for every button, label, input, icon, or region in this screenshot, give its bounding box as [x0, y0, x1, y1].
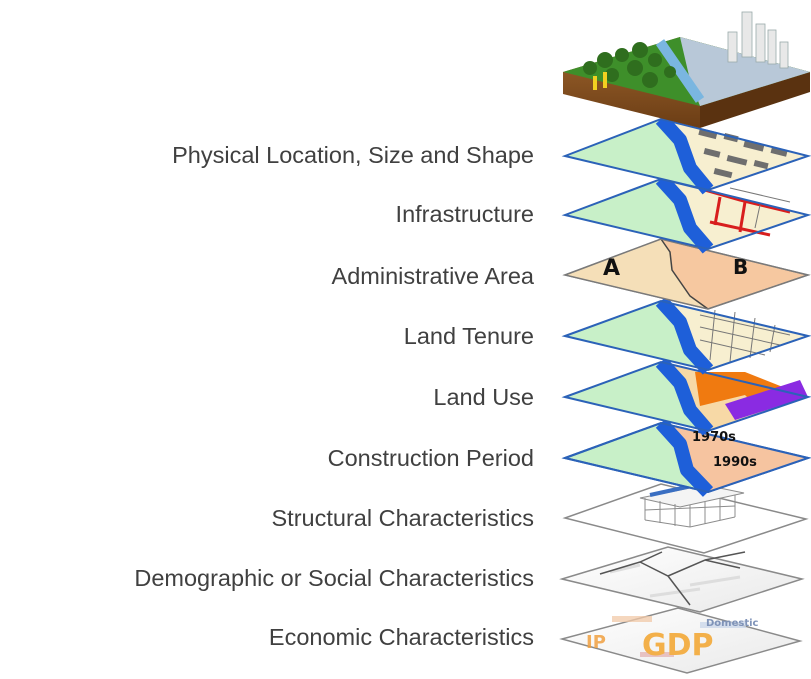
physical-location-layer	[561, 114, 811, 195]
period-1990s-text: 1990s	[713, 455, 757, 470]
demographic-layer	[559, 546, 805, 613]
layer-label-land-use: Land Use	[433, 384, 534, 410]
layer-label-structural-characteristics: Structural Characteristics	[271, 505, 535, 531]
region-b-text: B	[733, 255, 748, 279]
layer-label-land-tenure: Land Tenure	[403, 323, 534, 349]
ip-text: IP	[586, 632, 606, 653]
infrastructure-layer	[561, 174, 811, 254]
gdp-text: GDP	[642, 628, 714, 663]
layer-label-administrative-area: Administrative Area	[331, 263, 534, 289]
land-tenure-layer	[561, 296, 811, 375]
layer-label-physical-location: Physical Location, Size and Shape	[172, 142, 534, 168]
period-1970s-text: 1970s	[692, 430, 736, 445]
economic-layer: IP Domestic GDP	[559, 607, 803, 674]
domestic-text: Domestic	[706, 618, 759, 629]
construction-period-layer: 1970s 1990s	[561, 418, 811, 497]
layer-label-construction-period: Construction Period	[327, 445, 534, 471]
administrative-area-layer: A B	[562, 238, 811, 310]
land-use-layer	[561, 357, 811, 436]
layer-label-demographic-social: Demographic or Social Characteristics	[134, 565, 534, 591]
terrain-block-image	[563, 11, 810, 128]
structural-layer	[562, 481, 809, 554]
layer-label-infrastructure: Infrastructure	[395, 201, 534, 227]
region-a-text: A	[603, 256, 620, 281]
layer-label-economic: Economic Characteristics	[268, 624, 534, 650]
